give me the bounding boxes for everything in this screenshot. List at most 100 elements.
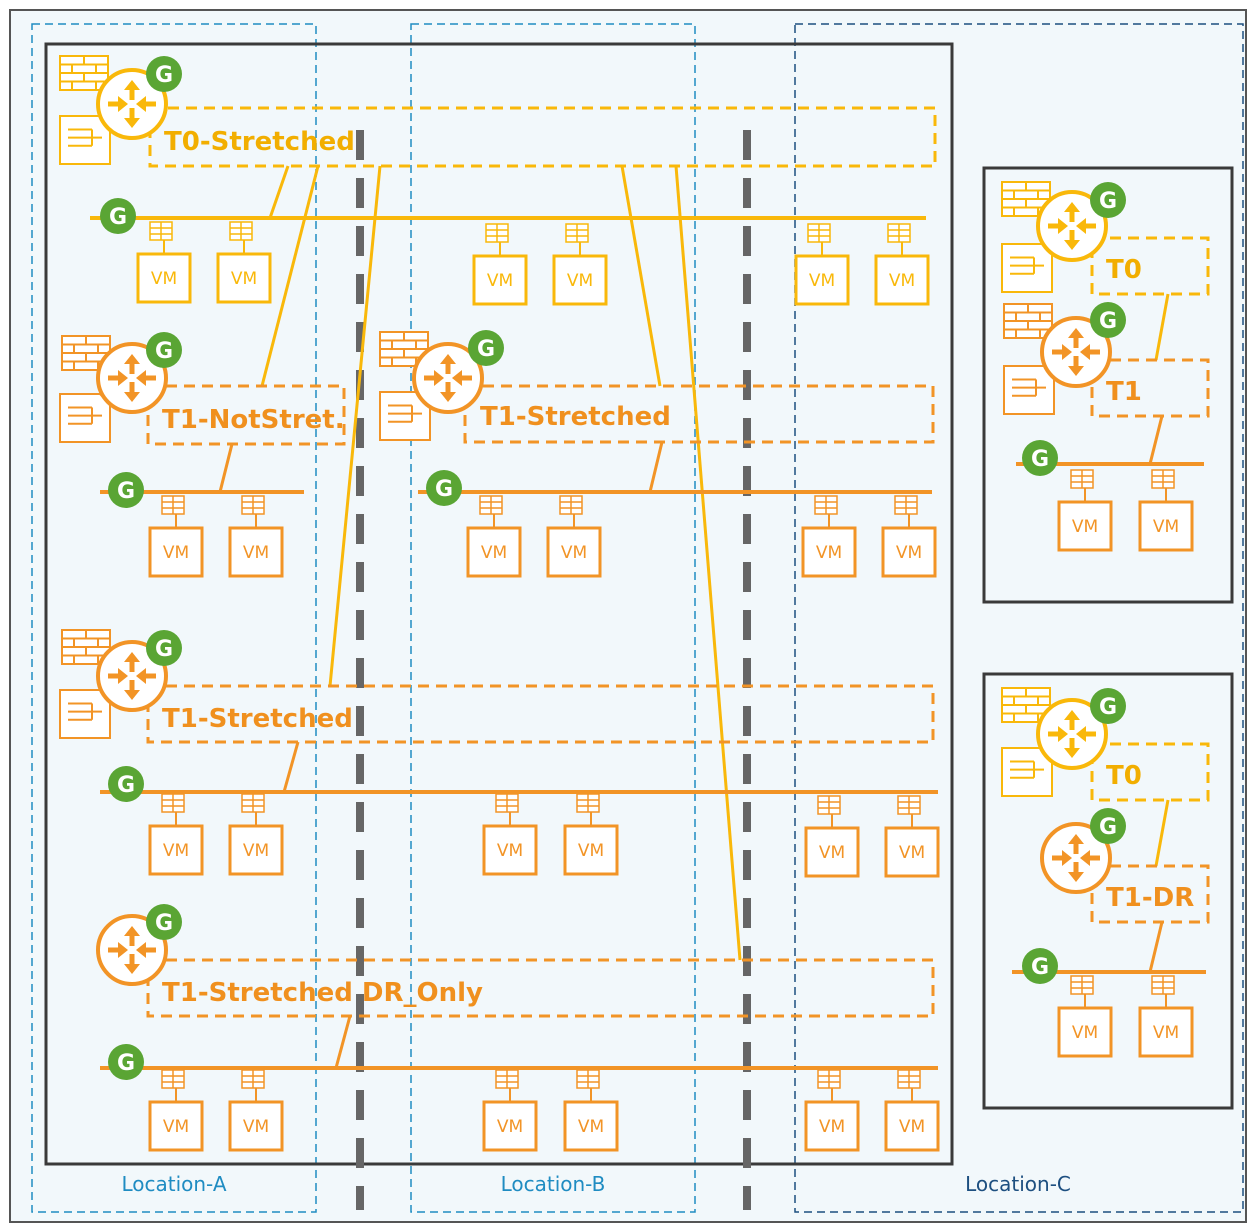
vm-box <box>884 826 940 878</box>
router-icon <box>96 640 168 712</box>
vm-node: VM <box>228 495 284 578</box>
svg-text:G: G <box>155 637 173 662</box>
vm-label: VM <box>819 843 845 863</box>
vm-box <box>884 1100 940 1152</box>
gateway-badge: G <box>146 56 182 92</box>
vm-box <box>228 1100 284 1152</box>
vm-node: VM <box>148 793 204 876</box>
svg-text:G: G <box>117 1051 135 1076</box>
vm-label: VM <box>896 543 922 563</box>
t0-stretched-box <box>148 106 937 168</box>
gateway-badge: G <box>146 630 182 666</box>
vm-label: VM <box>578 841 604 861</box>
vm-node: VM <box>804 1069 860 1152</box>
vm-label: VM <box>243 543 269 563</box>
vm-node: VM <box>552 223 608 306</box>
vm-label: VM <box>497 1117 523 1137</box>
site-c-t0-box-2 <box>1090 742 1210 802</box>
vm-box <box>1057 500 1113 552</box>
vm-label: VM <box>889 271 915 291</box>
router-icon <box>412 342 484 414</box>
location-b-zone <box>410 23 696 1213</box>
vm-node: VM <box>466 495 522 578</box>
vm-node: VM <box>482 793 538 876</box>
svg-text:G: G <box>1099 695 1117 720</box>
t1-notstretched-label: T1-NotStret. <box>162 405 345 435</box>
firewall-icon <box>1001 181 1051 217</box>
vm-node: VM <box>1057 469 1113 552</box>
vm-node: VM <box>216 221 272 304</box>
gateway-badge: G <box>1022 440 1058 476</box>
t1-stretched-label: T1-Stretched <box>162 704 353 734</box>
downlink-line <box>218 443 234 493</box>
vm-node: VM <box>563 1069 619 1152</box>
site-c-t0-label: T0 <box>1106 255 1142 285</box>
gateway-badge: G <box>1090 808 1126 844</box>
vm-label: VM <box>899 1117 925 1137</box>
nat-icon <box>59 393 111 443</box>
svg-text:G: G <box>117 773 135 798</box>
vm-box <box>482 824 538 876</box>
uplink-line <box>328 165 382 687</box>
vm-node: VM <box>804 795 860 878</box>
vm-node: VM <box>874 223 930 306</box>
nat-icon <box>1003 365 1055 415</box>
vm-label: VM <box>809 271 835 291</box>
vm-label: VM <box>243 841 269 861</box>
svg-text:G: G <box>155 911 173 936</box>
t1-stretched-box <box>146 684 935 744</box>
t1-stretched-dr-only-label: T1-Stretched DR_Only <box>162 978 483 1008</box>
svg-text:G: G <box>117 479 135 504</box>
vm-label: VM <box>819 1117 845 1137</box>
firewall-icon <box>1003 303 1053 339</box>
gateway-badge: G <box>100 198 136 234</box>
vm-label: VM <box>231 269 257 289</box>
vm-label: VM <box>243 1117 269 1137</box>
vm-label: VM <box>163 1117 189 1137</box>
vm-label: VM <box>487 271 513 291</box>
gateway-badge: G <box>146 904 182 940</box>
router-icon <box>96 914 168 986</box>
location-a-label: Location-A <box>121 1172 226 1196</box>
location-c-label: Location-C <box>965 1172 1071 1196</box>
vm-node: VM <box>1138 975 1194 1058</box>
vm-box <box>136 252 192 304</box>
vm-label: VM <box>899 843 925 863</box>
uplink-line <box>620 165 662 387</box>
uplink-line <box>674 165 742 961</box>
vm-label: VM <box>163 841 189 861</box>
router-icon <box>1040 822 1112 894</box>
svg-text:G: G <box>1031 955 1049 980</box>
vm-box <box>148 824 204 876</box>
vm-label: VM <box>816 543 842 563</box>
svg-text:G: G <box>155 339 173 364</box>
gateway-badge: G <box>108 1044 144 1080</box>
vm-node: VM <box>1138 469 1194 552</box>
vm-node: VM <box>801 495 857 578</box>
vm-label: VM <box>561 543 587 563</box>
router-icon <box>96 342 168 414</box>
vm-box <box>148 1100 204 1152</box>
router-icon <box>1036 698 1108 770</box>
router-icon <box>96 68 168 140</box>
uplink-line <box>1154 293 1170 361</box>
vm-node: VM <box>881 495 937 578</box>
t0-stretched-label: T0-Stretched <box>164 127 355 157</box>
nat-icon <box>1001 747 1053 797</box>
gateway-badge: G <box>1090 302 1126 338</box>
svg-text:G: G <box>1099 189 1117 214</box>
site-c-t1-dr-label: T1-DR <box>1106 883 1194 913</box>
t1-stretched-dr-only-box <box>146 958 935 1018</box>
gateway-badge: G <box>146 332 182 368</box>
gateway-badge: G <box>468 330 504 366</box>
vm-label: VM <box>578 1117 604 1137</box>
gateway-badge: G <box>1090 182 1126 218</box>
downlink-line <box>1148 921 1164 973</box>
vm-box <box>466 526 522 578</box>
vm-label: VM <box>497 841 523 861</box>
uplink-line <box>260 165 320 387</box>
svg-text:G: G <box>1099 309 1117 334</box>
location-c-zone <box>794 23 1244 1213</box>
svg-text:G: G <box>109 205 127 230</box>
